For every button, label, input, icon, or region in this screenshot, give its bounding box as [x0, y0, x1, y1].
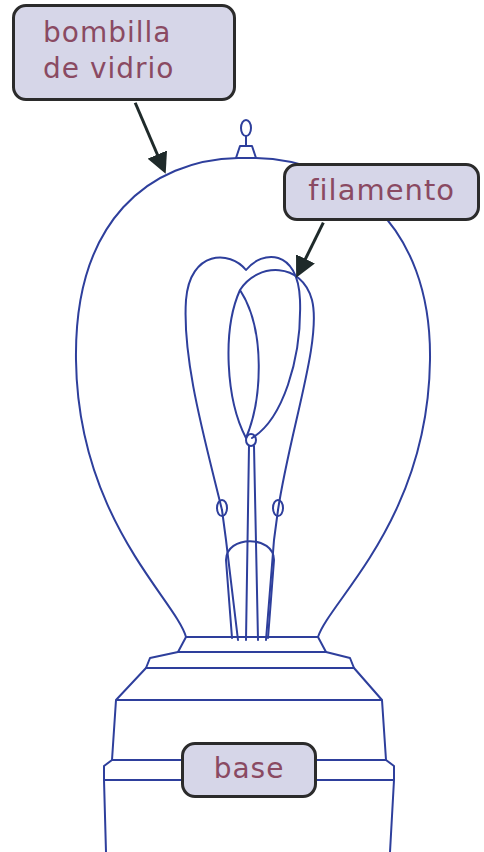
base-collar	[146, 652, 354, 668]
glass-stem	[226, 541, 274, 638]
callout-label: filamento	[283, 163, 480, 221]
label-text: filamento	[308, 172, 455, 210]
bulb-tip-ball	[241, 120, 251, 136]
leader-line	[135, 103, 164, 170]
filament-inner-loop	[229, 270, 314, 510]
leader-line	[298, 223, 323, 274]
support-wires	[222, 446, 278, 640]
callout-label: bombilla de vidrio	[12, 4, 236, 101]
bulb-tip	[236, 146, 256, 158]
label-text: base	[214, 751, 285, 787]
callout-label: base	[181, 742, 318, 798]
label-text: bombilla de vidrio	[43, 15, 175, 88]
glass-bulb	[76, 158, 430, 637]
bulb-neck	[178, 637, 326, 652]
